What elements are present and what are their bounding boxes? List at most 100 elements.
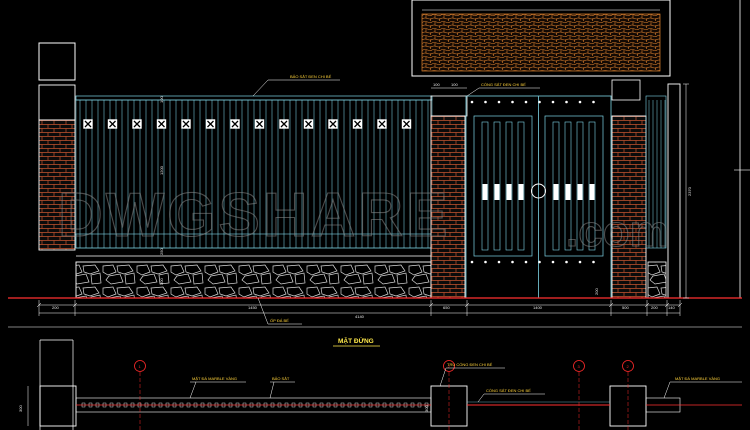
plan-view: 1 2 3 2 MẶT ĐÁ MARBLE VÀNG BẢO SẮT TRỤ C…: [8, 326, 742, 430]
gate-rivet: [578, 100, 582, 104]
plan-baluster: [375, 402, 380, 408]
plan-baluster: [403, 402, 408, 408]
plan-baluster: [242, 402, 247, 408]
gate-rivet: [551, 260, 555, 264]
plan-baluster: [417, 402, 422, 408]
plan-baluster: [214, 402, 219, 408]
plan-baluster: [305, 402, 310, 408]
plan-gate-note: CỔNG SẮT ĐEN CHI BẾ: [486, 388, 531, 393]
gate-canopy-roof: [411, 0, 671, 77]
ornament-cross: [133, 120, 141, 128]
dim-300: 300: [159, 278, 164, 285]
plan-baluster: [88, 402, 93, 408]
watermark: DWGSHARE .com: [57, 180, 669, 256]
plan-rail-note: BẢO SẮT: [272, 376, 290, 381]
plan-baluster: [81, 402, 86, 408]
dim-200-height: 200: [594, 288, 599, 295]
gate-top-dims: 100 100: [431, 82, 467, 89]
end-post: [667, 83, 681, 299]
plan-baluster: [326, 402, 331, 408]
dim-140: 140: [668, 305, 675, 310]
plan-baluster: [102, 402, 107, 408]
plan-baluster: [123, 402, 128, 408]
plan-baluster: [340, 402, 345, 408]
height-dimension: 2370 1200 250 300 100 200: [159, 83, 692, 299]
dim-total: 4140: [355, 314, 365, 319]
ornament-cross: [231, 120, 239, 128]
plan-gate-pillar-note: TRỤ CỔNG ĐEN CHI BẾ: [447, 362, 493, 367]
plan-baluster: [95, 402, 100, 408]
annotations: BẢO SẮT ĐEN CHI BẾ CỔNG SẮT ĐEN CHI BẾ Ố…: [252, 74, 540, 325]
ornament-cross: [280, 120, 288, 128]
gate-bar: [493, 121, 501, 251]
ornament-cross: [329, 120, 337, 128]
plan-baluster: [284, 402, 289, 408]
dim-1200: 1200: [159, 165, 164, 175]
gate-bar-plate: [577, 184, 583, 200]
ornament-cross: [158, 120, 165, 128]
svg-text:2: 2: [448, 364, 451, 369]
gate-rivet: [484, 100, 487, 104]
gate-bar-plate: [482, 184, 488, 200]
plan-baluster: [158, 402, 163, 408]
elevation-view: 2370 1200 250 300 100 200 100 100 BẢO SẮ…: [8, 0, 750, 347]
ornament-cross: [182, 120, 190, 128]
gate-bar: [552, 121, 560, 251]
ornament-cross: [403, 120, 410, 128]
gate-bar-plate: [553, 184, 559, 200]
plan-baluster: [193, 402, 198, 408]
plan-marble-left: MẶT ĐÁ MARBLE VÀNG: [192, 376, 237, 381]
ornament-cross: [84, 120, 92, 128]
svg-text:1: 1: [139, 364, 142, 369]
elevation-title: MẶT ĐỨNG: [333, 336, 380, 347]
gate-rivet: [511, 100, 514, 104]
gate-bar-plate: [506, 184, 512, 200]
gate-rivet: [578, 260, 582, 264]
left-railing: [75, 95, 433, 249]
plan-left-pillar: [39, 385, 77, 427]
dim-200-right: 200: [651, 305, 658, 310]
dim-100-a: 100: [159, 96, 164, 103]
railing-note: BẢO SẮT ĐEN CHI BẾ: [290, 74, 332, 79]
plan-baluster: [151, 402, 156, 408]
plan-baluster: [410, 402, 415, 408]
plan-baluster: [200, 402, 205, 408]
title-mat-dung: MẶT ĐỨNG: [338, 336, 374, 345]
dim-100-c: 100: [451, 82, 458, 87]
middle-pillar: [430, 95, 468, 299]
gate-rivet: [551, 100, 555, 104]
gate-rivet: [538, 100, 541, 104]
gate-rivet: [524, 260, 528, 264]
left-pillar-cap: [38, 42, 76, 81]
plan-baluster: [319, 402, 324, 408]
gate-bar: [576, 121, 584, 251]
plan-dim-300-left: 300: [18, 405, 23, 412]
gate-bar-plate: [494, 184, 500, 200]
plan-baluster: [263, 402, 268, 408]
axis-marker-1: 1: [134, 360, 146, 372]
gate-rivet: [565, 100, 568, 104]
stone-base: [75, 261, 432, 299]
plan-baluster: [256, 402, 261, 408]
svg-text:3: 3: [578, 364, 581, 369]
plan-baluster: [207, 402, 212, 408]
dim-250: 250: [159, 248, 164, 255]
ornament-cross: [256, 120, 263, 128]
dim-650: 650: [443, 305, 450, 310]
dim-500: 500: [622, 305, 629, 310]
plan-baluster: [382, 402, 387, 408]
plan-baluster: [277, 402, 282, 408]
gate-rivet: [470, 100, 474, 104]
ornament-cross: [109, 120, 116, 128]
plan-baluster: [270, 402, 275, 408]
watermark-suffix: .com: [566, 207, 669, 256]
axis-marker-2: 2: [443, 360, 455, 372]
gate-rivet: [565, 260, 568, 264]
plan-baluster: [389, 402, 394, 408]
right-railing: [645, 95, 667, 299]
dim-2370: 2370: [687, 186, 692, 196]
gate-rivet: [511, 260, 514, 264]
gate-rivet: [524, 100, 528, 104]
ornament-cross: [378, 120, 386, 128]
